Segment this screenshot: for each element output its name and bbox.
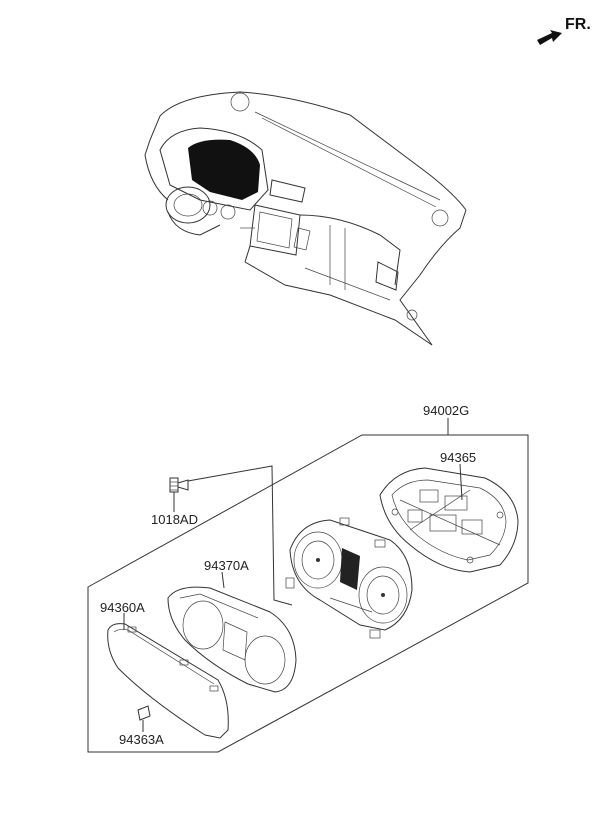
dashboard-illustration [144,91,467,346]
gauge-board [285,517,413,639]
label-94370A: 94370A [204,558,249,573]
label-1018AD: 1018AD [151,512,198,527]
glass-94360A [107,623,229,739]
rear-case-94365 [379,467,519,573]
assembly-boundary [87,434,529,753]
label-94360A: 94360A [100,600,145,615]
label-94363A: 94363A [119,732,164,747]
label-94002G: 94002G [423,403,469,418]
bezel-94370A [167,586,297,693]
fr-label: FR. [565,16,591,33]
label-94365: 94365 [440,450,476,465]
clip-94363A [137,705,151,721]
screw-1018AD [169,477,189,493]
cluster-highlight [188,139,260,200]
forward-arrow-icon [537,30,562,45]
fr-orientation-marker: FR. [537,16,591,45]
